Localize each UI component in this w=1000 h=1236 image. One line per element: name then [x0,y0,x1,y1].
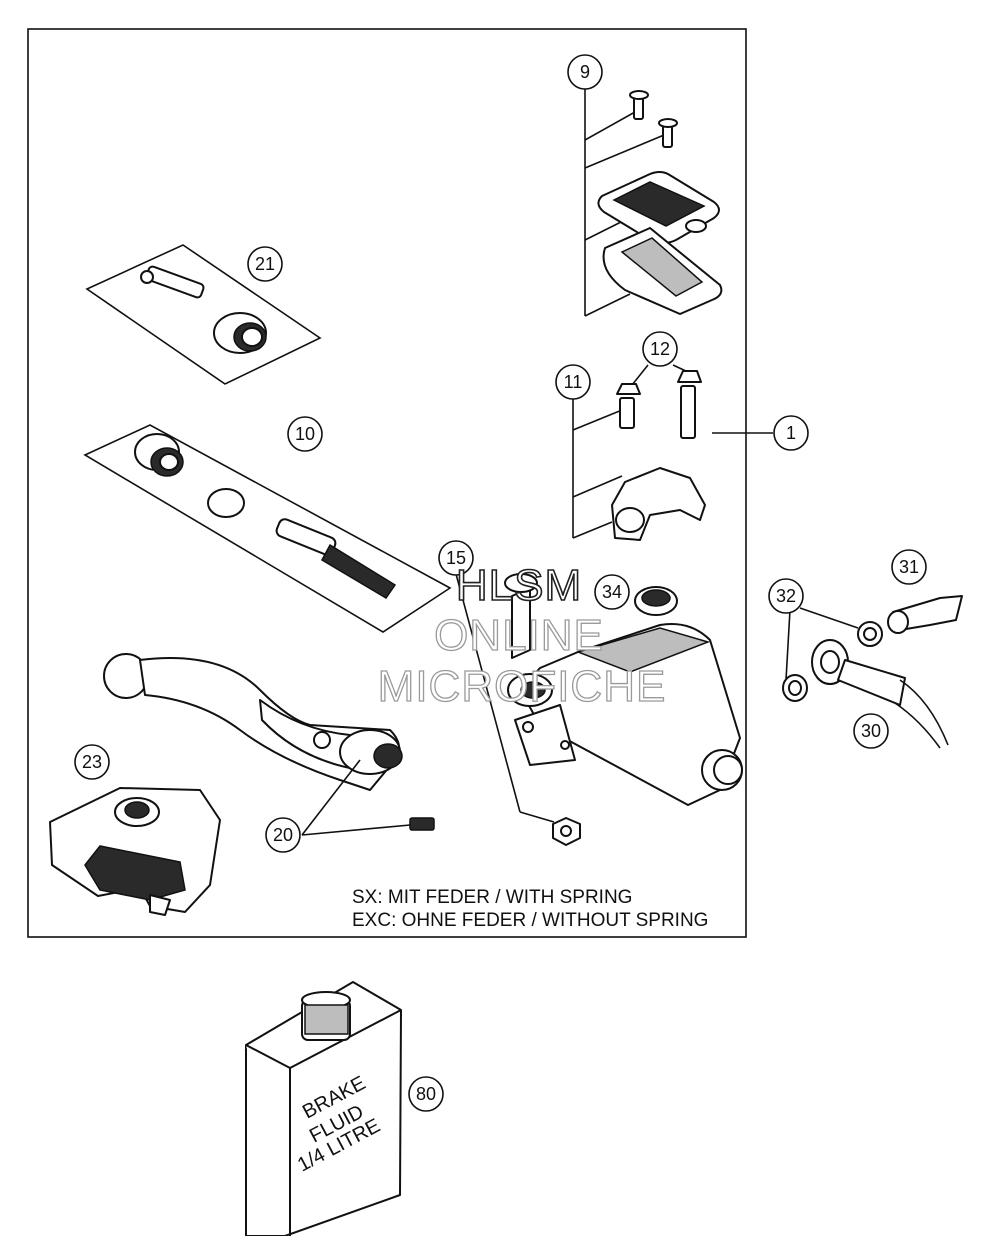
callout-80[interactable]: 80 [408,1076,444,1112]
svg-text:21: 21 [255,254,275,274]
callout-21[interactable]: 21 [247,246,283,282]
callout-32[interactable]: 32 [768,578,804,614]
callout-1[interactable]: 1 [773,415,809,451]
svg-text:32: 32 [776,586,796,606]
svg-text:1: 1 [786,423,796,443]
part-piston-spring-kit-10[interactable] [83,424,452,633]
part-lever-guard-23[interactable] [49,787,221,916]
svg-text:80: 80 [416,1084,436,1104]
part-brake-lever[interactable] [103,653,435,836]
svg-text:23: 23 [82,752,102,772]
part-pivot-pin-15[interactable] [455,573,581,846]
svg-text:9: 9 [580,62,590,82]
svg-text:15: 15 [446,548,466,568]
svg-text:11: 11 [564,372,583,392]
callout-23[interactable]: 23 [74,744,110,780]
svg-text:10: 10 [295,424,315,444]
callout-15[interactable]: 15 [438,540,474,576]
watermark-line1: HLSM [456,561,582,610]
callout-11[interactable]: 11 [555,364,591,400]
note-sx: SX: MIT FEDER / WITH SPRING [352,887,632,908]
watermark-line3: MICROFICHE [378,662,667,711]
watermark-line2: ONLINE [434,611,604,660]
note-exc: EXC: OHNE FEDER / WITHOUT SPRING [352,910,708,931]
callout-9[interactable]: 9 [567,54,603,90]
part-piston-kit-21[interactable] [85,244,322,385]
part-reservoir-cover-kit[interactable] [584,88,723,317]
callout-12[interactable]: 12 [642,331,678,367]
svg-text:30: 30 [861,721,881,741]
callout-20[interactable]: 20 [265,817,301,853]
part-brake-fluid-jug[interactable]: BRAKE FLUID 1/4 LITRE [245,981,402,1236]
svg-text:12: 12 [650,339,670,359]
callout-30[interactable]: 30 [853,713,889,749]
part-brake-line[interactable] [782,595,963,749]
assembly-frame [27,28,747,938]
part-master-cylinder[interactable] [507,432,773,806]
svg-text:34: 34 [602,582,622,602]
part-bellow-34[interactable] [634,586,678,616]
callout-31[interactable]: 31 [891,549,927,585]
callout-34[interactable]: 34 [594,574,630,610]
svg-text:20: 20 [273,825,293,845]
callout-10[interactable]: 10 [287,416,323,452]
svg-text:31: 31 [899,557,919,577]
part-handlebar-clamp[interactable] [572,364,706,541]
